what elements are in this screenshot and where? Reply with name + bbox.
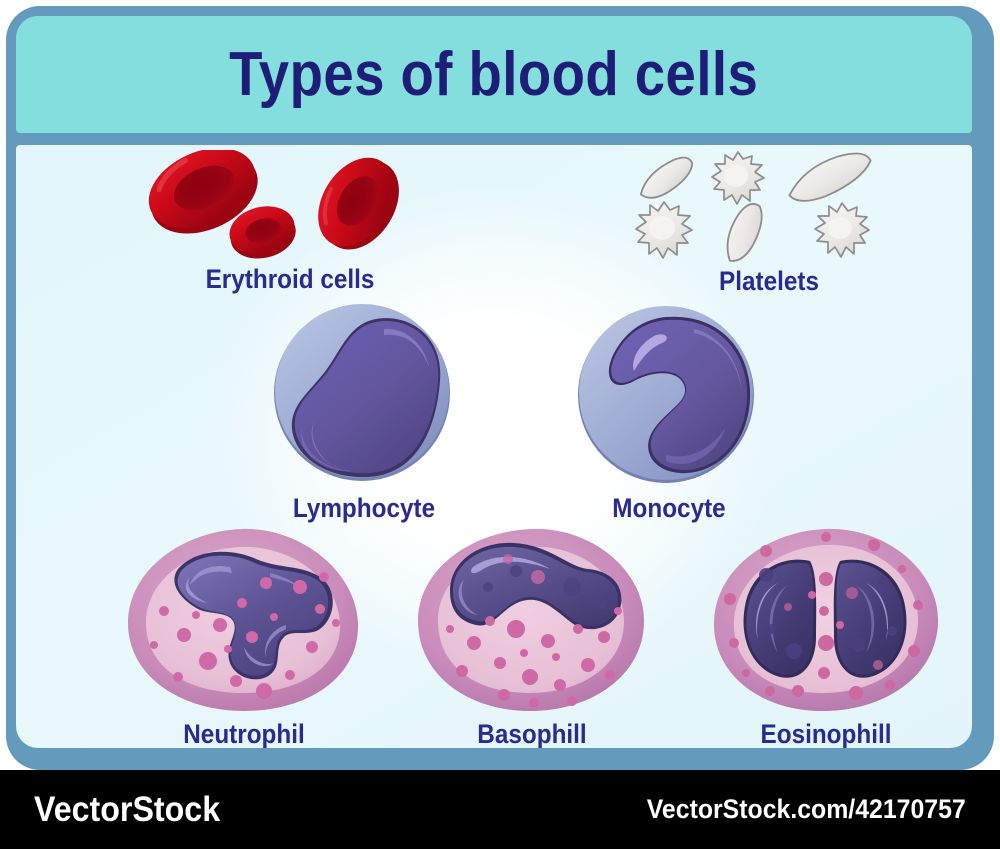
- cell-label-platelets: Platelets: [719, 266, 819, 296]
- cell-group-neutrophil: Neutrophil: [124, 525, 364, 748]
- diagram-panel: Erythroid cells: [16, 145, 972, 748]
- cell-group-platelets: Platelets: [624, 150, 914, 297]
- cell-group-basophil: Basophill: [412, 525, 652, 748]
- cell-label-eosinophil: Eosinophill: [760, 719, 892, 748]
- monocyte-illustration: [544, 303, 794, 489]
- cell-group-lymphocyte: Lymphocyte: [244, 303, 484, 524]
- cell-label-basophil: Basophill: [477, 719, 587, 748]
- cell-group-erythroid: Erythroid cells: [140, 150, 440, 295]
- poster-header: Types of blood cells: [16, 16, 972, 133]
- basophil-illustration: [412, 525, 652, 715]
- platelets-illustration: [624, 150, 914, 262]
- vectorstock-logo: VectorStock: [34, 789, 221, 829]
- watermark-bar: VectorStock VectorStock.com/42170757: [0, 770, 1000, 849]
- cell-label-erythroid: Erythroid cells: [205, 264, 375, 294]
- vectorstock-url: VectorStock.com/42170757: [647, 794, 966, 824]
- page-title: Types of blood cells: [229, 40, 759, 109]
- erythroid-illustration: [140, 150, 440, 260]
- neutrophil-illustration: [124, 525, 364, 715]
- lymphocyte-illustration: [244, 303, 484, 489]
- cell-label-lymphocyte: Lymphocyte: [292, 493, 436, 523]
- cell-group-eosinophil: Eosinophill: [706, 525, 946, 748]
- cell-label-monocyte: Monocyte: [612, 493, 726, 523]
- cell-group-monocyte: Monocyte: [544, 303, 794, 524]
- eosinophil-illustration: [706, 525, 946, 715]
- cell-label-neutrophil: Neutrophil: [183, 719, 305, 748]
